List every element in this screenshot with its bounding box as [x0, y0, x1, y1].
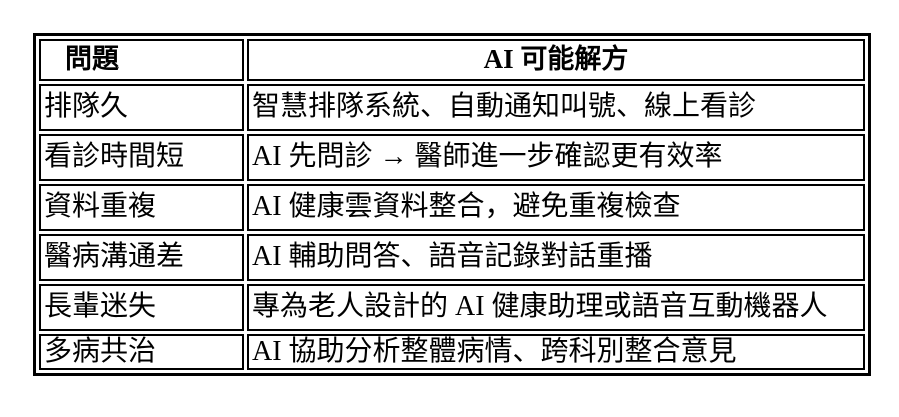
- header-row: 問題 AI 可能解方: [39, 39, 865, 81]
- problem-cell: 資料重複: [39, 184, 244, 231]
- header-ai-solution: AI 可能解方: [247, 39, 865, 81]
- table-row: 資料重複 AI 健康雲資料整合，避免重複檢查: [39, 184, 865, 231]
- table-row: 長輩迷失 專為老人設計的 AI 健康助理或語音互動機器人: [39, 284, 865, 331]
- problem-cell: 長輩迷失: [39, 284, 244, 331]
- table-row: 醫病溝通差 AI 輔助問答、語音記錄對話重播: [39, 234, 865, 281]
- problem-solution-table: 問題 AI 可能解方 排隊久 智慧排隊系統、自動通知叫號、線上看診 看診時間短 …: [33, 33, 871, 377]
- solution-cell: AI 輔助問答、語音記錄對話重播: [247, 234, 865, 281]
- solution-cell: 專為老人設計的 AI 健康助理或語音互動機器人: [247, 284, 865, 331]
- solution-cell: AI 協助分析整體病情、跨科別整合意見: [247, 334, 865, 371]
- solution-cell: 智慧排隊系統、自動通知叫號、線上看診: [247, 84, 865, 131]
- table-row: 多病共治 AI 協助分析整體病情、跨科別整合意見: [39, 334, 865, 371]
- problem-cell: 看診時間短: [39, 134, 244, 181]
- problem-cell: 多病共治: [39, 334, 244, 371]
- problem-cell: 醫病溝通差: [39, 234, 244, 281]
- table-row: 看診時間短 AI 先問診 → 醫師進一步確認更有效率: [39, 134, 865, 181]
- solution-cell: AI 先問診 → 醫師進一步確認更有效率: [247, 134, 865, 181]
- solution-cell: AI 健康雲資料整合，避免重複檢查: [247, 184, 865, 231]
- header-problem: 問題: [39, 39, 244, 81]
- problem-cell: 排隊久: [39, 84, 244, 131]
- table-row: 排隊久 智慧排隊系統、自動通知叫號、線上看診: [39, 84, 865, 131]
